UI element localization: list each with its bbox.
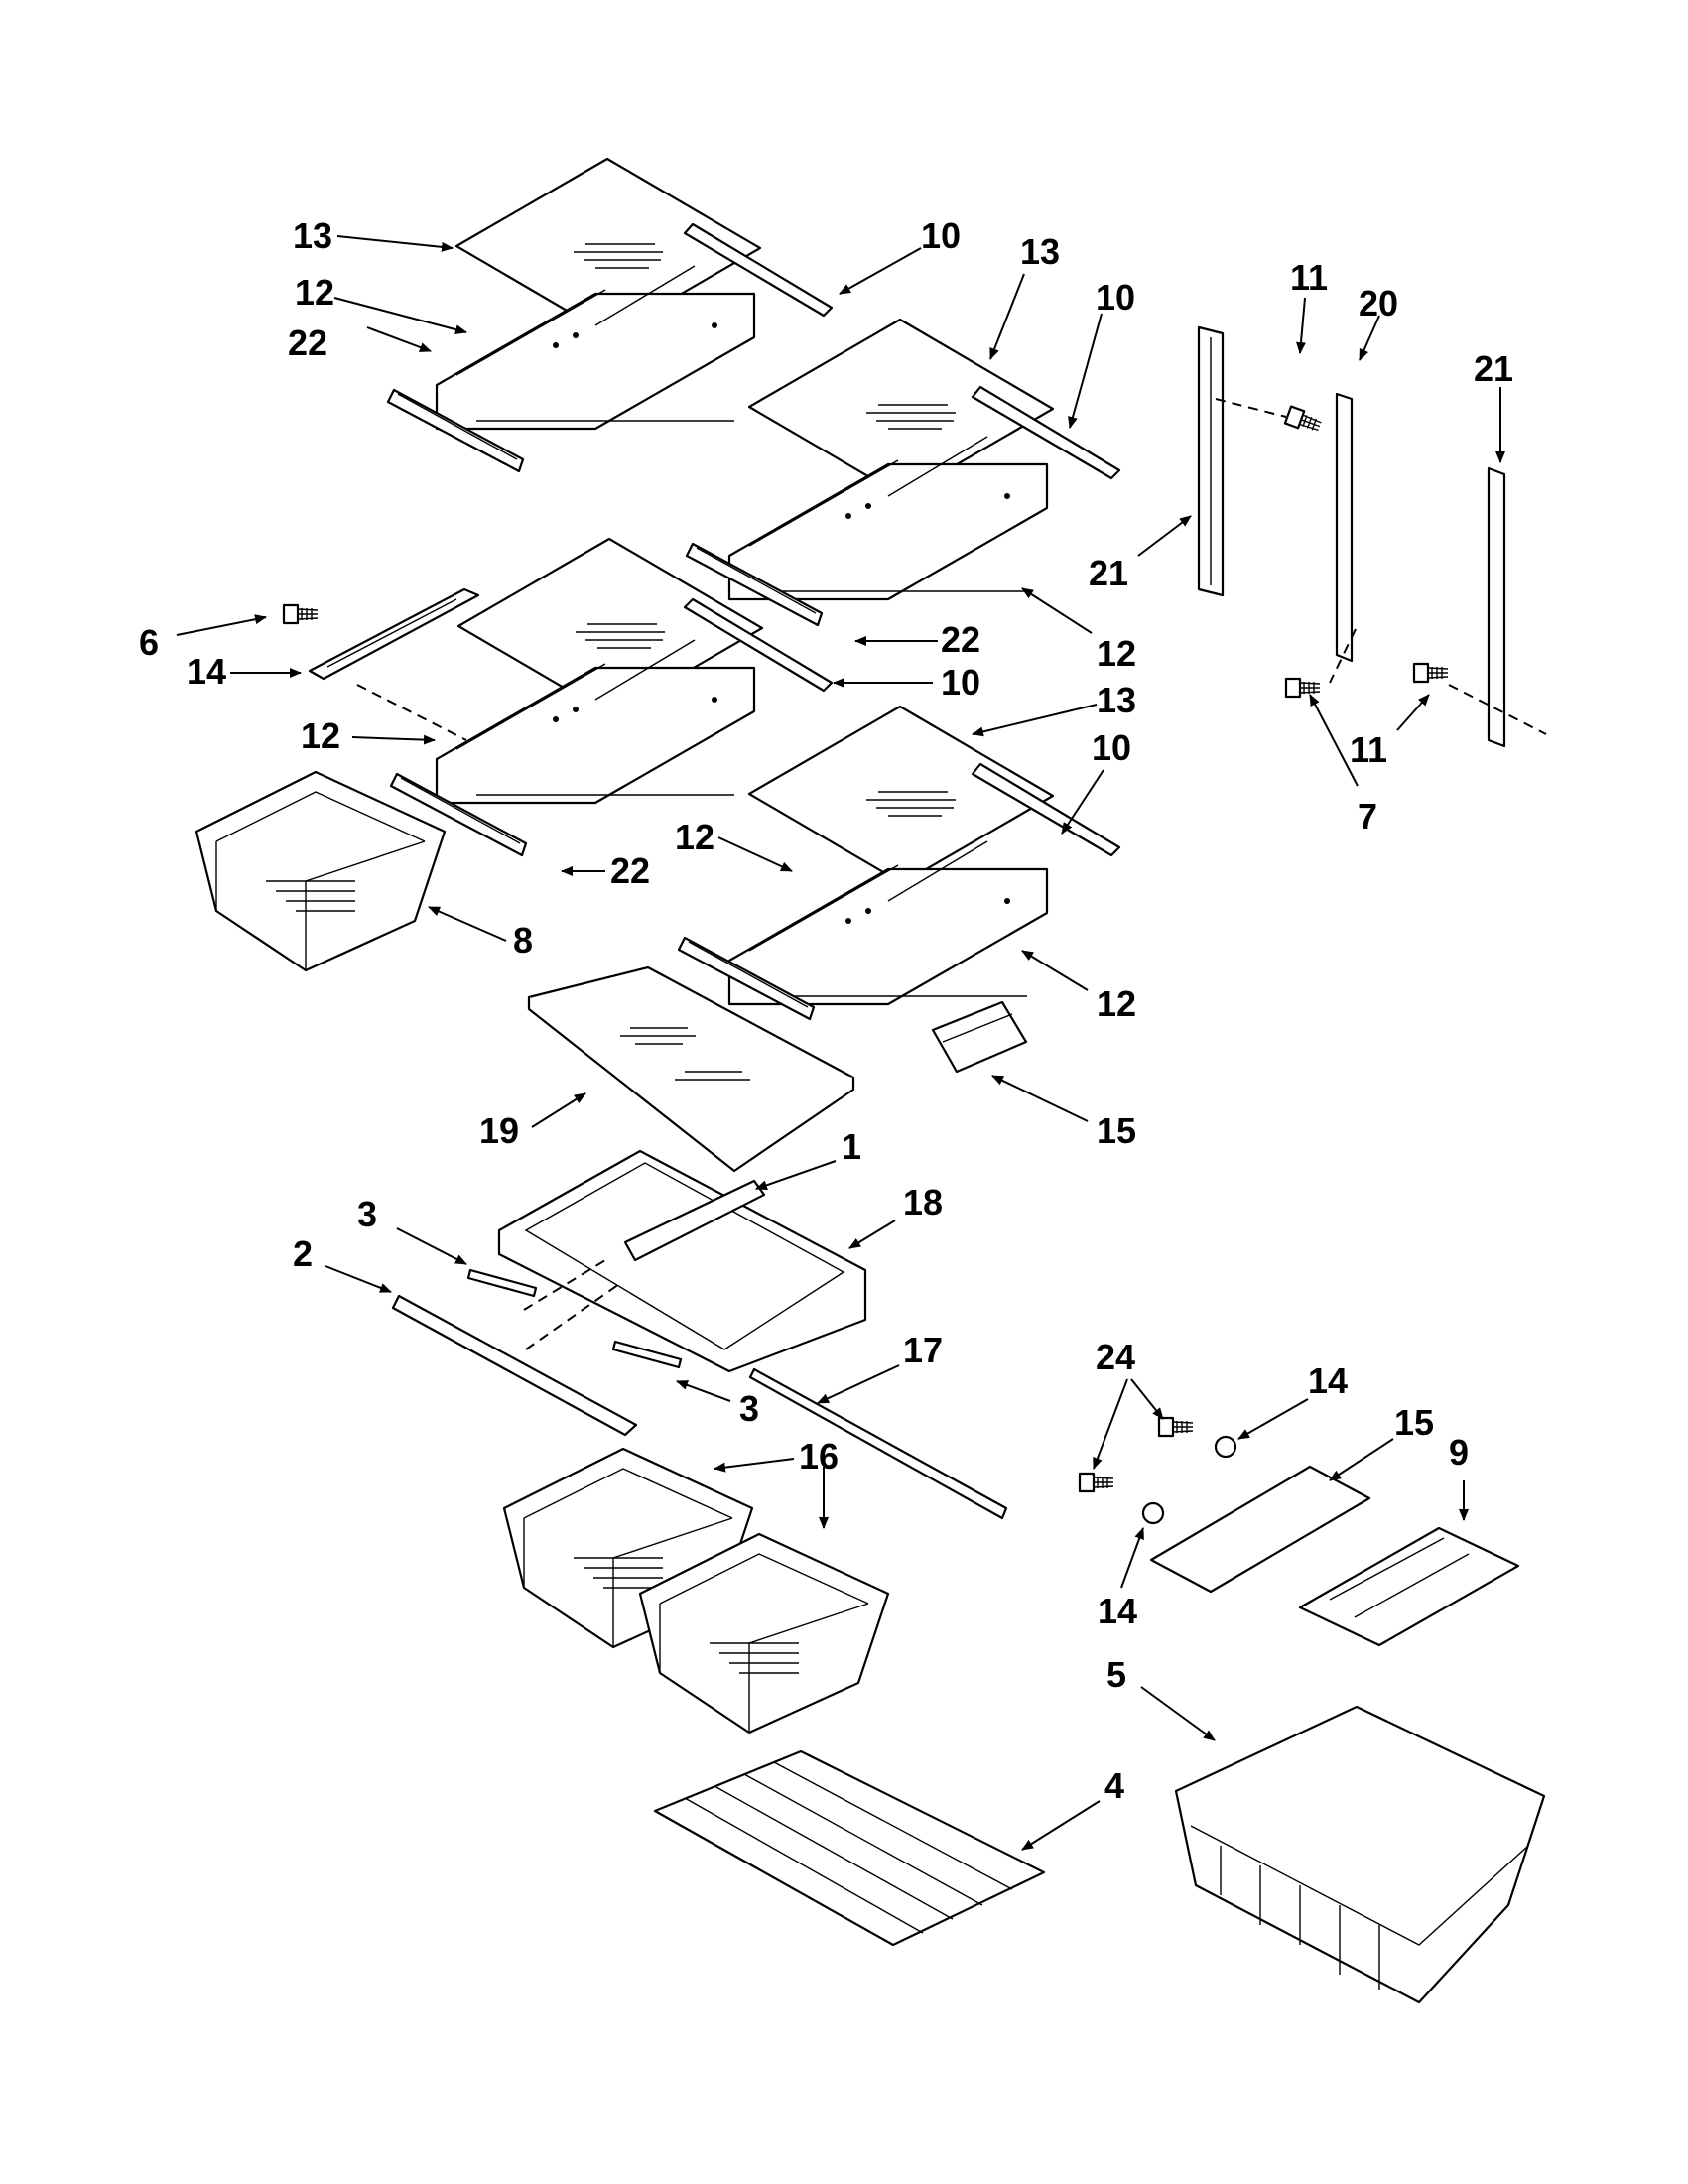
vertical-rails	[1197, 325, 1547, 748]
callout-14: 14	[187, 651, 226, 692]
slide-rail	[282, 587, 480, 681]
shelf-assembly-middle-left	[389, 537, 834, 857]
trim-bracket	[931, 1000, 1028, 1074]
callout-4: 4	[1104, 1765, 1124, 1806]
callout-8: 8	[513, 920, 533, 961]
wire-shelf	[653, 1749, 1046, 1947]
callout-13: 13	[1097, 680, 1136, 720]
crisper-cover-glass	[527, 965, 855, 1173]
callout-12: 12	[1097, 983, 1136, 1024]
callout-21: 21	[1474, 348, 1513, 389]
callout-15: 15	[1097, 1110, 1136, 1151]
deli-drawer	[195, 770, 447, 972]
callout-12: 12	[295, 272, 334, 313]
callout-17: 17	[903, 1330, 943, 1370]
callout-12: 12	[301, 715, 340, 756]
callout-10: 10	[1096, 277, 1135, 318]
callout-5: 5	[1106, 1654, 1126, 1695]
callout-2: 2	[293, 1233, 313, 1274]
crisper-cover-frame	[497, 1149, 867, 1373]
shelf-assembly-upper-right	[685, 318, 1121, 627]
callout-3: 3	[739, 1388, 759, 1429]
callout-10: 10	[1092, 727, 1131, 768]
callout-13: 13	[1020, 231, 1060, 272]
callout-10: 10	[941, 662, 980, 703]
callout-9: 9	[1449, 1432, 1469, 1473]
callout-1: 1	[842, 1126, 861, 1167]
callout-6: 6	[139, 622, 159, 663]
callout-10: 10	[921, 215, 961, 256]
callout-24: 24	[1096, 1337, 1135, 1377]
callout-12: 12	[675, 817, 714, 857]
shelf-assembly-middle-right	[677, 705, 1121, 1021]
callout-13: 13	[293, 215, 332, 256]
callout-19: 19	[479, 1110, 519, 1151]
callout-21: 21	[1089, 553, 1128, 593]
callout-20: 20	[1359, 283, 1398, 323]
callout-12: 12	[1097, 633, 1136, 674]
callout-18: 18	[903, 1182, 943, 1222]
callout-14: 14	[1308, 1360, 1348, 1401]
callout-11: 11	[1350, 729, 1387, 770]
callout-16: 16	[799, 1436, 839, 1477]
ice-tray-assembly	[1078, 1416, 1520, 1647]
wire-basket	[1174, 1705, 1546, 2004]
shelf-assembly-upper-left	[386, 157, 834, 473]
callout-22: 22	[610, 850, 650, 891]
callout-7: 7	[1358, 796, 1377, 836]
crisper-drawers	[502, 1447, 890, 1734]
crisper-hardware	[391, 1259, 1008, 1520]
callout-15: 15	[1394, 1402, 1434, 1443]
callouts: 13 12 22 10 13 10 11 20 21 21 22 12 10 1…	[139, 215, 1513, 1851]
callout-11: 11	[1290, 257, 1328, 298]
callout-22: 22	[941, 619, 980, 660]
callout-14: 14	[1098, 1591, 1137, 1631]
callout-22: 22	[288, 322, 327, 363]
callout-3: 3	[357, 1194, 377, 1234]
